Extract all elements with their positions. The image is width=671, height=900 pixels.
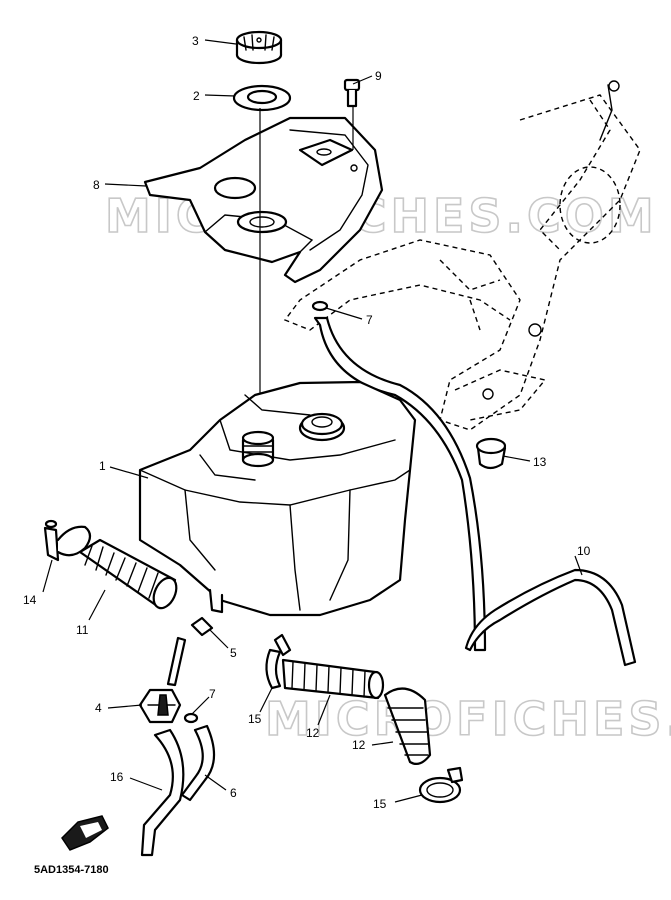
callout-8: 8 — [93, 178, 100, 192]
callout-9: 9 — [375, 69, 382, 83]
callout-4: 4 — [95, 701, 102, 715]
corrugated-boot-lower — [383, 687, 432, 765]
breather-hose — [313, 316, 637, 667]
callout-11: 11 — [76, 623, 89, 637]
bolt — [343, 78, 361, 108]
cap-gasket — [232, 84, 292, 112]
callout-1: 1 — [99, 459, 106, 473]
callout-6: 6 — [230, 786, 237, 800]
front-direction-arrow-icon — [61, 815, 109, 851]
callout-3: 3 — [192, 34, 199, 48]
callout-10: 10 — [577, 544, 591, 558]
hose-clamp-upper — [265, 633, 292, 690]
callout-12-upper: 12 — [306, 726, 320, 740]
fuel-tank — [138, 380, 417, 617]
callout-13: 13 — [533, 455, 547, 469]
callout-12-lower: 12 — [352, 738, 366, 752]
corrugated-boot-left — [78, 538, 178, 610]
callout-5: 5 — [230, 646, 237, 660]
vent-hose — [180, 724, 216, 802]
drawing-code: 5AD1354-7180 — [34, 864, 109, 876]
leader-lines — [42, 39, 583, 803]
frame-cup — [475, 437, 507, 470]
corrugated-boot-upper — [281, 658, 385, 700]
callouts: 3 2 9 8 7 1 13 10 14 11 5 4 7 15 12 12 1… — [23, 34, 591, 811]
callout-16: 16 — [110, 770, 124, 784]
grommet-lower — [183, 712, 199, 724]
grommet-upper — [311, 300, 329, 312]
callout-15-lower: 15 — [373, 797, 387, 811]
tank-cover — [143, 116, 384, 284]
watermark-bottom: MICROFICHES.NET — [265, 692, 671, 746]
fuel-cap — [235, 30, 283, 65]
hose-clamp-left — [43, 519, 92, 562]
fuel-filter — [190, 616, 214, 637]
callout-7-upper: 7 — [366, 313, 373, 327]
callout-14: 14 — [23, 593, 37, 607]
hose-clamp-lower — [418, 766, 464, 804]
callout-15-upper: 15 — [248, 712, 262, 726]
fuel-cock — [138, 636, 187, 724]
frame-section — [283, 80, 641, 431]
fuel-hose — [140, 728, 185, 857]
callout-7-lower: 7 — [209, 687, 216, 701]
callout-2: 2 — [193, 89, 200, 103]
